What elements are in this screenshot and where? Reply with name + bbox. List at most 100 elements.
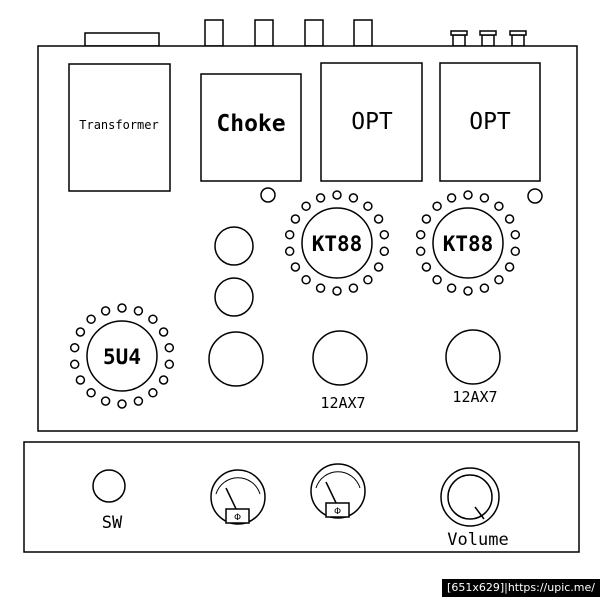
socket-pin — [446, 283, 457, 293]
socket-pin — [348, 193, 359, 203]
socket-pin — [463, 190, 473, 200]
socket-pin — [510, 246, 521, 257]
knob-pointer — [474, 506, 485, 520]
speaker-terminal — [450, 30, 468, 47]
socket-pin — [301, 201, 311, 211]
socket-pin — [86, 314, 96, 324]
rear-jack — [254, 19, 274, 47]
socket-pin — [415, 246, 426, 257]
kt88-left-label: KT88 — [312, 232, 363, 256]
socket-pin — [301, 275, 311, 285]
socket-pin — [75, 327, 86, 337]
choke-label: Choke — [216, 111, 285, 137]
bias-adjust[interactable] — [325, 502, 350, 518]
socket-pin — [315, 283, 326, 293]
socket-pin — [164, 342, 175, 353]
socket-pin — [415, 229, 426, 240]
speaker-terminal — [509, 30, 527, 47]
socket-pin — [421, 214, 432, 224]
watermark: [651x629]|https://upic.me/ — [442, 579, 600, 597]
socket-pin — [379, 229, 390, 240]
12ax7-left-label: 12AX7 — [320, 394, 365, 412]
rear-connectors — [84, 19, 527, 47]
socket-pin — [164, 359, 175, 370]
volume-label: Volume — [447, 530, 508, 550]
tube-socket-kt88-right: KT88 — [415, 190, 521, 296]
socket-pins — [284, 190, 390, 296]
output-transformer-right: OPT — [439, 62, 541, 182]
volume-knob[interactable]: Volume — [440, 467, 509, 550]
socket-pin — [315, 193, 326, 203]
socket-pin — [86, 388, 96, 398]
switch-label: SW — [102, 513, 123, 533]
transformer-label: Transformer — [79, 118, 158, 132]
opt-left-label: OPT — [351, 109, 393, 135]
socket-pin — [69, 342, 80, 353]
socket-pin — [373, 214, 384, 224]
bias-meter-right: Φ — [310, 463, 366, 519]
socket-pin — [158, 375, 169, 385]
rear-jack — [304, 19, 324, 47]
socket-pin — [100, 306, 111, 316]
capacitor — [214, 277, 254, 317]
socket-pin — [69, 359, 80, 370]
socket-pin — [284, 229, 295, 240]
socket-pin — [363, 275, 373, 285]
socket-pin — [446, 193, 457, 203]
socket-pin — [373, 262, 384, 272]
phi-symbol: Φ — [234, 513, 241, 523]
socket-pin — [332, 286, 342, 296]
socket-pin — [290, 214, 301, 224]
socket-pin — [284, 246, 295, 257]
rear-jack — [204, 19, 224, 47]
5u4-label: 5U4 — [103, 345, 141, 369]
socket-pin — [148, 388, 158, 398]
socket-pin — [494, 201, 504, 211]
socket-pin — [133, 396, 144, 406]
socket-pin — [504, 214, 515, 224]
socket-pin — [348, 283, 359, 293]
opt-right-label: OPT — [469, 109, 511, 135]
socket-pin — [133, 306, 144, 316]
socket-pin — [479, 193, 490, 203]
bias-meter-left: Φ — [210, 469, 266, 525]
socket-pin — [510, 229, 521, 240]
front-panel — [23, 441, 580, 553]
socket-pin — [379, 246, 390, 257]
socket-pin — [432, 275, 442, 285]
socket-pin — [158, 327, 169, 337]
socket-pin — [75, 375, 86, 385]
capacitor — [214, 226, 254, 266]
chassis-top — [37, 45, 578, 432]
socket-pins — [69, 303, 175, 409]
choke: Choke — [200, 73, 302, 182]
output-transformer-left: OPT — [320, 62, 423, 182]
rear-jack — [353, 19, 373, 47]
tube-socket-12ax7-right: 12AX7 — [445, 329, 501, 406]
grommet-hole — [260, 187, 276, 203]
power-transformer: Transformer — [68, 63, 171, 192]
socket-pin — [117, 399, 127, 409]
socket-pin — [148, 314, 158, 324]
12ax7-right-label: 12AX7 — [452, 388, 497, 406]
tube-socket-kt88-left: KT88 — [284, 190, 390, 296]
socket-pin — [290, 262, 301, 272]
socket-pin — [421, 262, 432, 272]
socket-pins — [415, 190, 521, 296]
capacitor — [208, 331, 264, 387]
socket-pin — [479, 283, 490, 293]
socket-pin — [463, 286, 473, 296]
socket-pin — [332, 190, 342, 200]
power-switch[interactable]: SW — [92, 469, 126, 533]
socket-pin — [100, 396, 111, 406]
grommet-hole — [527, 188, 543, 204]
kt88-right-label: KT88 — [443, 232, 494, 256]
bias-adjust[interactable] — [225, 508, 250, 524]
power-inlet — [84, 32, 160, 47]
speaker-terminal — [479, 30, 497, 47]
socket-pin — [363, 201, 373, 211]
socket-pin — [494, 275, 504, 285]
socket-pin — [504, 262, 515, 272]
tube-socket-12ax7-left: 12AX7 — [312, 330, 368, 412]
